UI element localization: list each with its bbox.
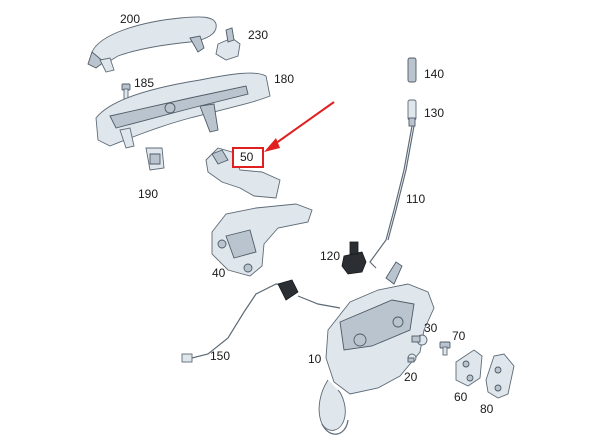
callout-arrow	[264, 101, 335, 152]
part-50-cover[interactable]	[205, 147, 281, 199]
part-180-handle-carrier[interactable]	[95, 72, 271, 149]
label-70: 70	[452, 329, 466, 343]
part-185-screw[interactable]	[121, 83, 131, 100]
part-60-striker[interactable]	[455, 349, 483, 387]
label-180: 180	[274, 72, 295, 86]
part-150-cable[interactable]	[181, 279, 341, 363]
part-30-screw[interactable]	[411, 334, 428, 346]
label-40: 40	[212, 266, 226, 280]
label-80: 80	[480, 402, 494, 416]
part-80-plate[interactable]	[485, 353, 515, 399]
part-200-door-handle[interactable]	[87, 16, 217, 73]
label-10: 10	[308, 352, 322, 366]
label-140: 140	[424, 67, 445, 81]
part-120-boot[interactable]	[341, 241, 367, 275]
part-110-linkage-rod[interactable]	[369, 125, 415, 269]
label-230: 230	[248, 28, 269, 42]
label-130: 130	[424, 106, 445, 120]
label-60: 60	[454, 390, 468, 404]
label-30: 30	[424, 321, 438, 335]
part-10-door-lock[interactable]	[318, 261, 435, 435]
label-185: 185	[134, 76, 155, 90]
part-70-screw[interactable]	[439, 341, 451, 356]
part-230-bracket[interactable]	[215, 27, 241, 61]
part-20-screw[interactable]	[407, 353, 417, 363]
label-200: 200	[120, 12, 141, 26]
part-130-rod-end[interactable]	[407, 99, 417, 127]
part-140-pin[interactable]	[407, 57, 417, 83]
highlight-box-50	[232, 147, 264, 168]
label-110: 110	[406, 192, 426, 206]
label-190: 190	[138, 187, 159, 201]
label-20: 20	[404, 370, 418, 384]
label-50[interactable]: 50	[240, 150, 254, 164]
label-120: 120	[320, 249, 341, 263]
part-40-bracket[interactable]	[211, 203, 313, 277]
label-150: 150	[210, 349, 231, 363]
part-190-clip[interactable]	[145, 147, 165, 171]
